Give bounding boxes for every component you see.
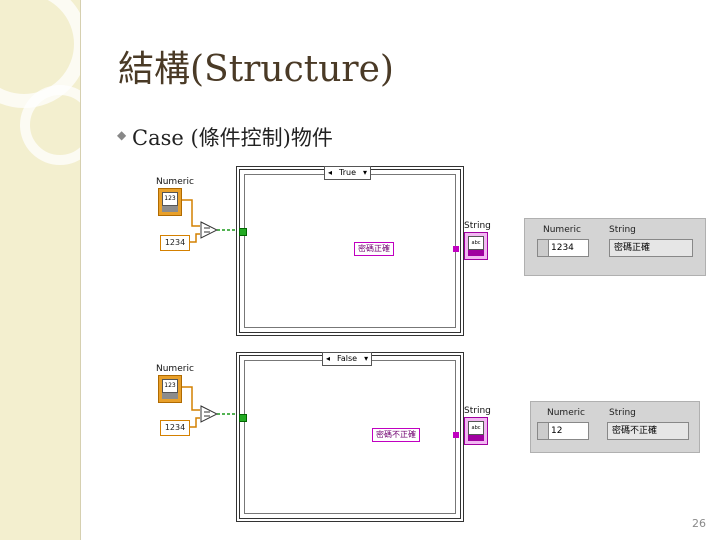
case-selector-label[interactable]: False ▾ ◂ (322, 352, 373, 366)
case-label-text: True (339, 168, 356, 177)
terminal-type-icon (162, 206, 178, 212)
numeric-constant[interactable]: 1234 (160, 420, 190, 436)
dropdown-arrow-icon[interactable]: ▾ (364, 354, 369, 363)
equal-comparator-icon[interactable] (200, 221, 218, 239)
numeric-input[interactable]: 1234 (537, 239, 589, 257)
numeric-value: 12 (551, 426, 563, 436)
decorative-ring (20, 85, 80, 165)
string-indicator-terminal[interactable]: abc (464, 232, 488, 260)
numeric-glyph: 123 (162, 192, 178, 206)
string-indicator-terminal[interactable]: abc (464, 417, 488, 445)
string-indicator: 密碼不正確 (607, 422, 689, 440)
case-selector-terminal (239, 414, 247, 422)
page-number: 26 (692, 517, 706, 530)
dropdown-arrow-icon[interactable]: ▾ (362, 168, 367, 177)
slide-title: 結構(Structure) (118, 49, 394, 90)
increment-decrement-icon[interactable] (538, 240, 549, 256)
decrement-arrow-icon[interactable]: ◂ (328, 168, 333, 177)
numeric-constant[interactable]: 1234 (160, 235, 190, 251)
output-tunnel (453, 246, 459, 252)
bullet-icon: ◆ (117, 128, 127, 142)
panel-numeric-label: Numeric (547, 408, 585, 418)
case-frame (244, 360, 456, 514)
case-label-text: False (337, 354, 358, 363)
case-selector-label[interactable]: True ▾ ◂ (324, 166, 371, 180)
string-indicator-label: String (464, 406, 491, 416)
string-glyph: abc (468, 236, 484, 250)
panel-string-label: String (609, 408, 636, 418)
string-constant[interactable]: 密碼不正確 (372, 428, 420, 442)
decorative-sidebar (0, 0, 81, 540)
front-panel-true: Numeric String 1234 密碼正確 (524, 218, 706, 276)
panel-string-label: String (609, 225, 636, 235)
decrement-arrow-icon[interactable]: ◂ (326, 354, 331, 363)
string-constant[interactable]: 密碼正確 (354, 242, 394, 256)
terminal-type-icon (162, 393, 178, 399)
numeric-control-terminal[interactable]: 123 (158, 375, 182, 403)
string-indicator: 密碼正確 (609, 239, 693, 257)
string-glyph: abc (468, 421, 484, 435)
numeric-control-label: Numeric (156, 364, 194, 374)
terminal-type-icon (468, 435, 484, 441)
numeric-glyph: 123 (162, 379, 178, 393)
numeric-control-terminal[interactable]: 123 (158, 188, 182, 216)
case-structure-true[interactable]: True ▾ ◂ 密碼正確 (236, 166, 464, 336)
front-panel-false: Numeric String 12 密碼不正確 (530, 401, 700, 453)
output-tunnel (453, 432, 459, 438)
string-indicator-label: String (464, 221, 491, 231)
increment-decrement-icon[interactable] (538, 423, 549, 439)
bullet-text: Case (條件控制)物件 (132, 126, 333, 150)
terminal-type-icon (468, 250, 484, 256)
case-selector-terminal (239, 228, 247, 236)
case-structure-false[interactable]: False ▾ ◂ 密碼不正確 (236, 352, 464, 522)
numeric-value: 1234 (551, 243, 574, 253)
equal-comparator-icon[interactable] (200, 405, 218, 423)
panel-numeric-label: Numeric (543, 225, 581, 235)
numeric-control-label: Numeric (156, 177, 194, 187)
numeric-input[interactable]: 12 (537, 422, 589, 440)
case-frame (244, 174, 456, 328)
